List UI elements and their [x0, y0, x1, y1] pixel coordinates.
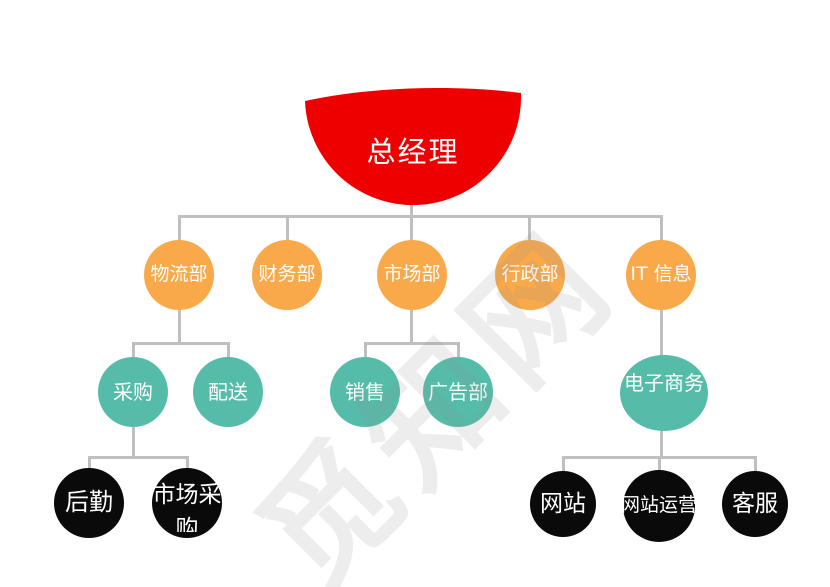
connector-procurement-rail [88, 456, 189, 459]
connector-logistics-stem [178, 309, 181, 343]
connector-stub-it [660, 216, 663, 241]
node-website: 网站 [530, 471, 596, 537]
connector-stub-customer-service [754, 456, 757, 471]
node-delivery: 配送 [193, 357, 263, 427]
node-it-dept: IT 信息 [626, 240, 696, 310]
node-logistics-dept: 物流部 [144, 240, 214, 310]
node-admin-dept: 行政部 [495, 240, 565, 310]
connector-root-stem [410, 203, 413, 217]
connector-marketing-stem [410, 309, 413, 343]
connector-stub-delivery [227, 342, 230, 358]
connector-ecommerce-stem [660, 429, 663, 459]
connector-stub-website-operations [658, 456, 661, 471]
node-customer-service: 客服 [722, 471, 788, 537]
node-procurement: 采购 [98, 357, 168, 427]
node-ecommerce: 电子商务 [620, 355, 708, 431]
node-general-manager: 总经理 [366, 135, 460, 169]
connector-stub-website [562, 456, 565, 471]
general-manager-shape [305, 88, 522, 206]
node-advertising: 广告部 [423, 357, 493, 427]
connector-stub-logistics [178, 216, 181, 241]
connector-stub-marketing [410, 216, 413, 241]
node-sales: 销售 [330, 357, 400, 427]
node-rear-service: 后勤 [54, 468, 124, 538]
connector-stub-rear-service [88, 456, 91, 469]
connector-stub-finance [286, 216, 289, 241]
connector-stub-procurement [132, 342, 135, 358]
connector-stub-advertising [457, 342, 460, 358]
connector-stub-sales [364, 342, 367, 358]
node-website-operations: 网站运营 [621, 470, 697, 542]
connector-stub-admin [528, 216, 531, 241]
node-marketing-dept: 市场部 [377, 240, 447, 310]
node-finance-dept: 财务部 [252, 240, 322, 310]
connector-it-stem [660, 309, 663, 356]
connector-marketing-rail [364, 342, 460, 345]
connector-stub-market-purchasing [186, 456, 189, 469]
connector-level2-rail [178, 215, 663, 218]
node-ecommerce-label: 电子商务 [624, 371, 704, 395]
connector-logistics-rail [132, 342, 230, 345]
connector-procurement-stem [132, 426, 135, 459]
node-market-purchasing: 市场采购 [152, 468, 222, 538]
node-market-purchasing-label: 市场采购 [152, 482, 222, 532]
